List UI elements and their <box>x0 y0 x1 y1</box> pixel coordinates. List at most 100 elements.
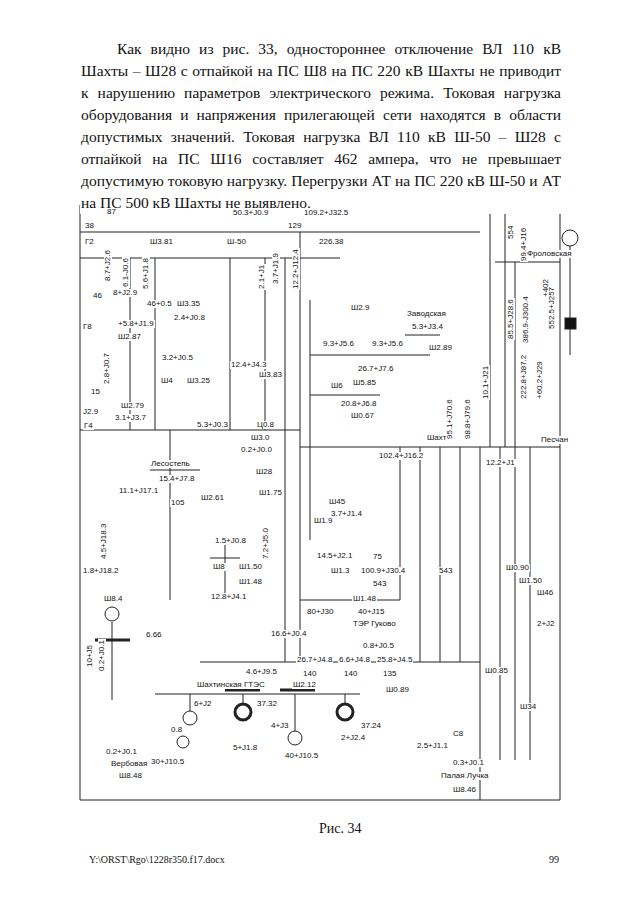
flow-label: Ш2.79 <box>120 402 145 410</box>
flow-label: 38 <box>84 222 95 230</box>
flow-label: 14.5+J2.1 <box>316 552 353 560</box>
flow-label: 40+J10.5 <box>284 752 319 760</box>
flow-label: 0.8+J0.5 <box>362 642 395 650</box>
flow-label: Г4 <box>83 422 94 430</box>
flow-label: 12.2+J1 <box>485 459 516 467</box>
flow-label: 105 <box>170 499 185 507</box>
flow-label: 6+J2 <box>193 700 213 708</box>
flow-label: 12.2+J12.4 <box>292 248 300 290</box>
flow-label: Ш1.75 <box>258 489 283 497</box>
flow-label: Ш0.89 <box>385 686 410 694</box>
flow-label: 87 <box>106 208 117 216</box>
flow-label: 3.2+J0.5 <box>161 354 194 362</box>
flow-label: 2+J2 <box>536 620 556 628</box>
flow-label: Заводская <box>406 310 447 318</box>
figure-caption: Рис. 34 <box>318 822 363 836</box>
flow-label: 46 <box>92 292 103 300</box>
flow-label: Ш3.83 <box>258 371 283 379</box>
flow-label: 140 <box>343 670 358 678</box>
flow-label: 30+J10.5 <box>150 758 185 766</box>
flow-label: Ш0.90 <box>505 564 530 572</box>
flow-label: Ш8.4 <box>103 595 123 603</box>
flow-label: 46+0.5 <box>146 300 173 308</box>
flow-label: 552.5+J257 <box>548 286 556 330</box>
flow-label: 129 <box>287 222 302 230</box>
flow-label: 8+J2.9 <box>112 289 138 297</box>
flow-label: 6.6+J4.8 <box>338 656 371 664</box>
flow-label: 5.6+J1.8 <box>142 257 150 290</box>
flow-label: Ш8.48 <box>118 772 143 780</box>
flow-label: 11.1+J17.1 <box>118 487 159 495</box>
flow-label: 16.6+J0.4 <box>270 630 307 638</box>
flow-label: Ш-50 <box>226 238 247 246</box>
flow-label: 9.3+J5.6 <box>371 340 404 348</box>
flow-label: 40+J15 <box>357 608 385 616</box>
flow-label: Ш46 <box>536 589 554 597</box>
flow-label: 8.7+J2.6 <box>104 249 112 282</box>
flow-label: Ш2.9 <box>350 304 370 312</box>
flow-label: 140 <box>302 670 317 678</box>
flow-label: С8 <box>452 730 464 738</box>
flow-label: Ш2.89 <box>428 344 453 352</box>
flow-label: Г2 <box>84 238 95 246</box>
flow-label: Ш1.50 <box>238 563 263 571</box>
flow-label: 6.66 <box>145 631 163 639</box>
flow-label: Ш0.85 <box>484 667 509 675</box>
flow-label: Г8 <box>82 323 93 331</box>
flow-label: Ш1.48 <box>238 578 263 586</box>
flow-label: 109.2+J32.5 <box>303 209 349 217</box>
flow-label: 543 <box>438 567 453 575</box>
flow-label: 37.32 <box>256 700 278 708</box>
flow-label: 10.1+J21 <box>482 365 490 400</box>
body-text: Как видно из рис. 33, одностороннее откл… <box>80 38 562 214</box>
flow-label: 0.2+J0.1 <box>105 748 138 756</box>
flow-label: 5.3+J3.4 <box>411 323 444 331</box>
flow-label: 100.9+J30.4 <box>360 567 406 575</box>
flow-label: 2.8+J0.7 <box>103 352 111 385</box>
flow-label: Ш2.12 <box>292 681 317 689</box>
flow-label: 37.24 <box>360 722 382 730</box>
flow-label: Ш2.87 <box>117 333 142 341</box>
flow-label: Вербовая <box>110 760 148 768</box>
flow-label: +5.8+J1.9 <box>117 320 155 328</box>
flow-label: 98.8+J79.6 <box>464 398 472 440</box>
flow-label: Ш8.46 <box>452 786 477 794</box>
flow-label: 554 <box>507 225 515 240</box>
flow-label: 0.8 <box>170 726 183 734</box>
flow-label: Ш8 <box>212 563 226 571</box>
flow-label: 1.5+J0.8 <box>214 537 247 545</box>
flow-label: Ш3.35 <box>176 300 201 308</box>
flow-label: 135 <box>382 670 397 678</box>
flow-label: 386.9-J300.4 <box>522 295 530 344</box>
flow-label: 0.2+J0.1 <box>98 639 106 672</box>
flow-label: 25.8+J4.5 <box>376 656 413 664</box>
flow-label: Палая Лучка <box>440 772 490 780</box>
flow-label: 75 <box>372 553 383 561</box>
flow-label: 50.3+J0.9 <box>232 209 269 217</box>
flow-label: 80+J30 <box>306 608 334 616</box>
flow-label: 12.4+J4.3 <box>230 361 267 369</box>
flow-label: Ш1.9 <box>313 517 333 525</box>
flow-label: 12.8+J4.1 <box>210 593 247 601</box>
flow-label: 4+J3 <box>270 722 290 730</box>
flow-label: 7.2+J5.0 <box>262 527 270 560</box>
flow-label: Ш34 <box>519 703 537 711</box>
flow-label: 2.4+J0.8 <box>173 314 206 322</box>
flow-label: 2.1+J1 <box>258 264 266 290</box>
flow-label: Ш5.85 <box>352 379 377 387</box>
flow-label: 6.1-J0.6 <box>122 257 130 288</box>
flow-label: Шахтинская ГТЭС <box>196 681 266 689</box>
flow-label: 26.7+J4.8 <box>296 656 333 664</box>
flow-label: 85.5+J28.6 <box>507 298 515 340</box>
flow-label: ТЭР Гуково <box>352 620 397 628</box>
flow-label: 4.5+J18.3 <box>100 523 108 560</box>
flow-label: 1.8+J18.2 <box>82 567 119 575</box>
flow-label: 226.38 <box>318 238 344 246</box>
flow-label: Ш1.50 <box>518 577 543 585</box>
flow-label: Ц0.8 <box>256 421 275 429</box>
flow-label: 15 <box>90 388 101 396</box>
flow-label: Ш1.48 <box>352 595 377 603</box>
flow-label: 102.4+J16.2 <box>378 452 424 460</box>
flow-label: 20.8+J6.8 <box>340 400 377 408</box>
